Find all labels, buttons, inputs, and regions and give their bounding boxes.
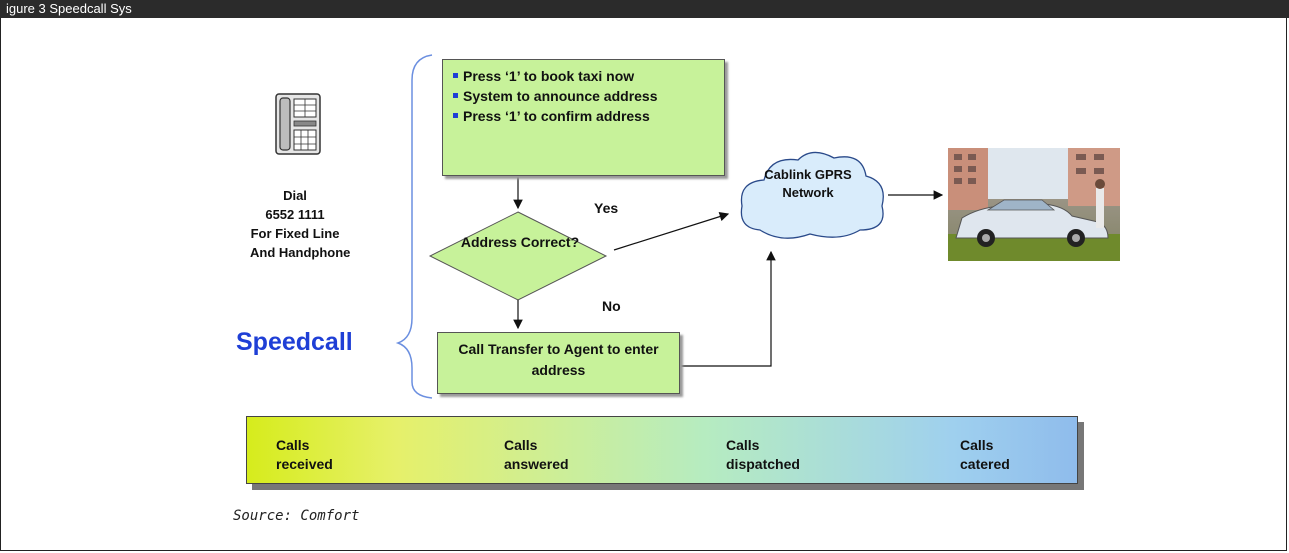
stage-line2: dispatched [726,456,800,472]
decision-diamond [428,211,608,301]
dial-line: For Fixed Line [250,226,340,241]
arrow-yes-to-network [613,211,730,251]
telephone-icon [275,93,321,155]
bracket-brace [395,54,433,399]
stage-line2: catered [960,456,1010,472]
step-item: Press ‘1’ to confirm address [453,106,716,126]
booking-steps-box: Press ‘1’ to book taxi now System to ann… [442,59,725,176]
transfer-to-agent-box: Call Transfer to Agent to enter address [437,332,680,394]
stage-line1: Calls [276,437,310,453]
dial-number: 6552 1111 [265,207,325,222]
stage-line2: received [276,456,333,472]
step-item: Press ‘1’ to book taxi now [453,66,716,86]
stage-line1: Calls [726,437,760,453]
cloud-icon [740,151,884,239]
stage-line1: Calls [504,437,538,453]
dial-instructions: Dial 6552 1111 For Fixed Line And Handph… [250,186,351,262]
figure-title: igure 3 Speedcall Sys [6,1,132,16]
dial-line: And Handphone [250,245,351,260]
taxi-illustration [948,148,1120,261]
dial-line: Dial [283,188,307,203]
stage-line1: Calls [960,437,994,453]
bullet-icon [453,113,458,118]
speedcall-label: Speedcall [236,328,353,356]
bullet-icon [453,93,458,98]
stage-received: Calls received [276,436,333,474]
taxi-photo [948,148,1120,261]
decision-label: Address Correct? [460,234,580,250]
stage-catered: Calls catered [960,436,1010,474]
yes-label: Yes [594,200,619,216]
step-item: System to announce address [453,86,716,106]
stage-dispatched: Calls dispatched [726,436,800,474]
figure-title-bar: igure 3 Speedcall Sys [0,0,1289,18]
stage-line2: answered [504,456,569,472]
bullet-icon [453,73,458,78]
no-label: No [602,298,621,314]
source-note: Source: Comfort [233,508,360,524]
network-label: Cablink GPRS Network [764,167,852,200]
call-pipeline-bar [246,416,1078,484]
stage-answered: Calls answered [504,436,569,474]
arrow-transfer-to-network [680,250,776,367]
